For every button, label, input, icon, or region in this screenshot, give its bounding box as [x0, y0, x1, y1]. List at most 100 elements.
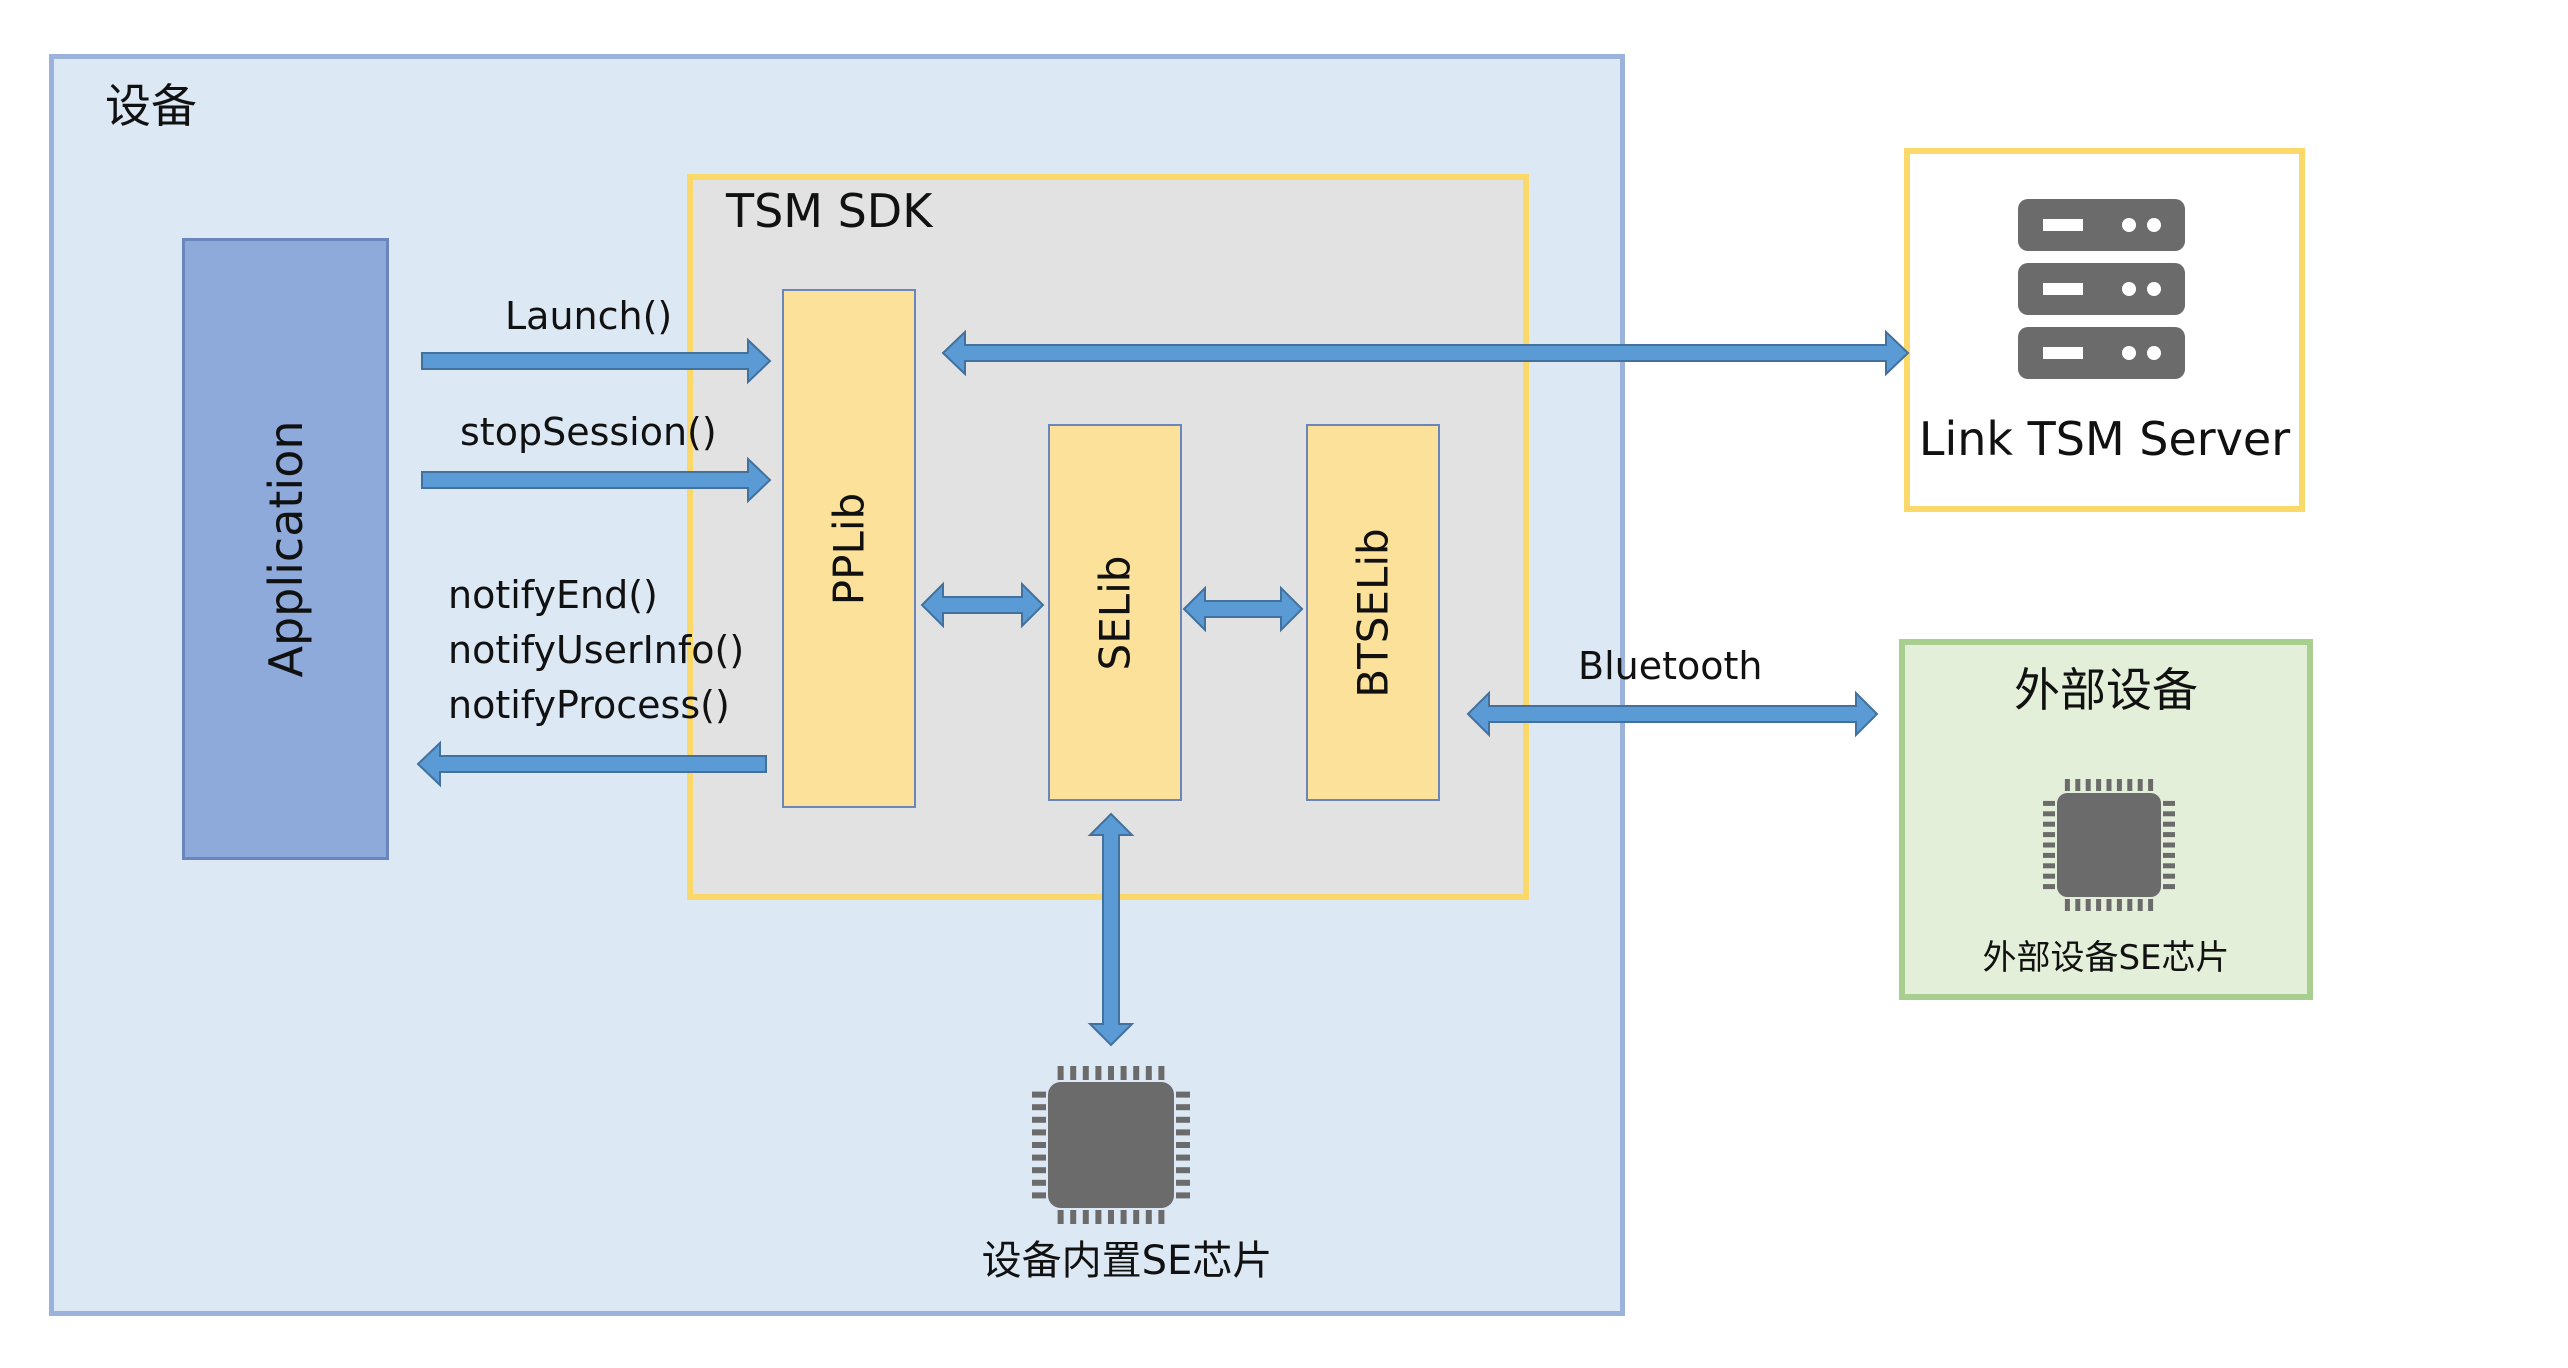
chip-pin	[2075, 779, 2081, 791]
chip-pin	[1176, 1091, 1190, 1098]
chip-pin	[2106, 899, 2112, 911]
chip-pin	[1176, 1104, 1190, 1111]
chip-pin	[2163, 873, 2175, 879]
chip-pin	[2106, 779, 2112, 791]
chip-pin	[1032, 1104, 1046, 1111]
chip-pin	[2163, 821, 2175, 827]
chip-pin	[2163, 811, 2175, 817]
stop-session-call-label: stopSession()	[460, 410, 717, 454]
chip-pin	[2043, 863, 2055, 869]
chip-pin	[2127, 779, 2133, 791]
chip-pin	[2085, 779, 2091, 791]
chip-pin	[1070, 1210, 1077, 1224]
chip-pin	[1176, 1167, 1190, 1174]
launch-call-label: Launch()	[505, 294, 673, 338]
chip-pin	[1133, 1066, 1140, 1080]
chip-pin	[1120, 1210, 1127, 1224]
chip-pin	[2163, 842, 2175, 848]
chip-pin	[2163, 832, 2175, 838]
chip-pin	[2043, 821, 2055, 827]
chip-pin	[1176, 1116, 1190, 1123]
chip-body	[1048, 1082, 1174, 1208]
chip-pin	[1095, 1066, 1102, 1080]
selib-btselib-arrow	[1182, 585, 1304, 633]
chip-pin	[2043, 832, 2055, 838]
chip-pin	[1095, 1210, 1102, 1224]
chip-pin	[2043, 852, 2055, 858]
pplib-box: PPLib	[782, 289, 916, 808]
stop-session-arrow	[421, 456, 772, 504]
chip-pin	[2148, 899, 2154, 911]
bluetooth-label: Bluetooth	[1578, 644, 1763, 688]
chip-pin	[1032, 1129, 1046, 1136]
chip-pin	[2043, 842, 2055, 848]
notify-end-call-label: notifyEnd()	[448, 573, 658, 617]
chip-pin	[2116, 779, 2122, 791]
external-se-chip-label: 外部设备SE芯片	[1982, 938, 2230, 978]
chip-pin	[2163, 852, 2175, 858]
btselib-box: BTSELib	[1306, 424, 1440, 801]
chip-pin	[1032, 1091, 1046, 1098]
chip-pin	[1145, 1210, 1152, 1224]
chip-pin	[2148, 779, 2154, 791]
chip-pin	[1176, 1154, 1190, 1161]
chip-pin	[1032, 1116, 1046, 1123]
chip-pin	[2043, 873, 2055, 879]
chip-pin	[1070, 1066, 1077, 1080]
tsm-sdk-title: TSM SDK	[726, 184, 933, 238]
chip-pin	[2096, 779, 2102, 791]
chip-pin	[2116, 899, 2122, 911]
server-icon	[2018, 199, 2185, 379]
chip-pin	[1145, 1066, 1152, 1080]
pplib-selib-arrow	[920, 581, 1045, 629]
chip-pin	[2163, 800, 2175, 806]
application-box: Application	[182, 238, 389, 860]
chip-pin	[1032, 1142, 1046, 1148]
internal-chip-icon	[1032, 1066, 1190, 1224]
external-chip-icon	[2043, 779, 2175, 911]
device-title: 设备	[105, 79, 197, 133]
chip-body	[2057, 793, 2161, 897]
chip-pin	[2127, 899, 2133, 911]
chip-pin	[2096, 899, 2102, 911]
chip-pin	[2043, 800, 2055, 806]
chip-pin	[1032, 1179, 1046, 1186]
internal-se-chip-label: 设备内置SE芯片	[981, 1238, 1273, 1284]
chip-pin	[2137, 779, 2143, 791]
chip-pin	[2137, 899, 2143, 911]
chip-pin	[1082, 1066, 1089, 1080]
chip-pin	[2043, 811, 2055, 817]
chip-pin	[1176, 1129, 1190, 1136]
chip-pin	[1133, 1210, 1140, 1224]
link-tsm-server-label: Link TSM Server	[1918, 412, 2291, 466]
notify-user-info-call-label: notifyUserInfo()	[448, 628, 745, 672]
chip-pin	[2064, 899, 2070, 911]
chip-pin	[1032, 1167, 1046, 1174]
chip-pin	[1176, 1192, 1190, 1199]
pplib-server-arrow	[941, 329, 1910, 377]
chip-pin	[1108, 1210, 1114, 1224]
chip-pin	[2163, 884, 2175, 890]
selib-chip-arrow	[1087, 812, 1135, 1047]
chip-pin	[1158, 1066, 1165, 1080]
chip-pin	[1032, 1192, 1046, 1199]
chip-pin	[1108, 1066, 1114, 1080]
notify-process-call-label: notifyProcess()	[448, 683, 730, 727]
chip-pin	[1176, 1179, 1190, 1186]
chip-pin	[1057, 1210, 1064, 1224]
chip-pin	[2064, 779, 2070, 791]
chip-pin	[1082, 1210, 1089, 1224]
notify-arrow	[416, 740, 767, 788]
chip-pin	[1032, 1154, 1046, 1161]
chip-pin	[2163, 863, 2175, 869]
selib-box: SELib	[1048, 424, 1182, 801]
external-device-title: 外部设备	[2014, 663, 2198, 717]
launch-arrow	[421, 337, 772, 385]
chip-pin	[2085, 899, 2091, 911]
chip-pin	[2043, 884, 2055, 890]
bluetooth-arrow	[1466, 690, 1879, 738]
chip-pin	[2075, 899, 2081, 911]
chip-pin	[1158, 1210, 1165, 1224]
chip-pin	[1120, 1066, 1127, 1080]
